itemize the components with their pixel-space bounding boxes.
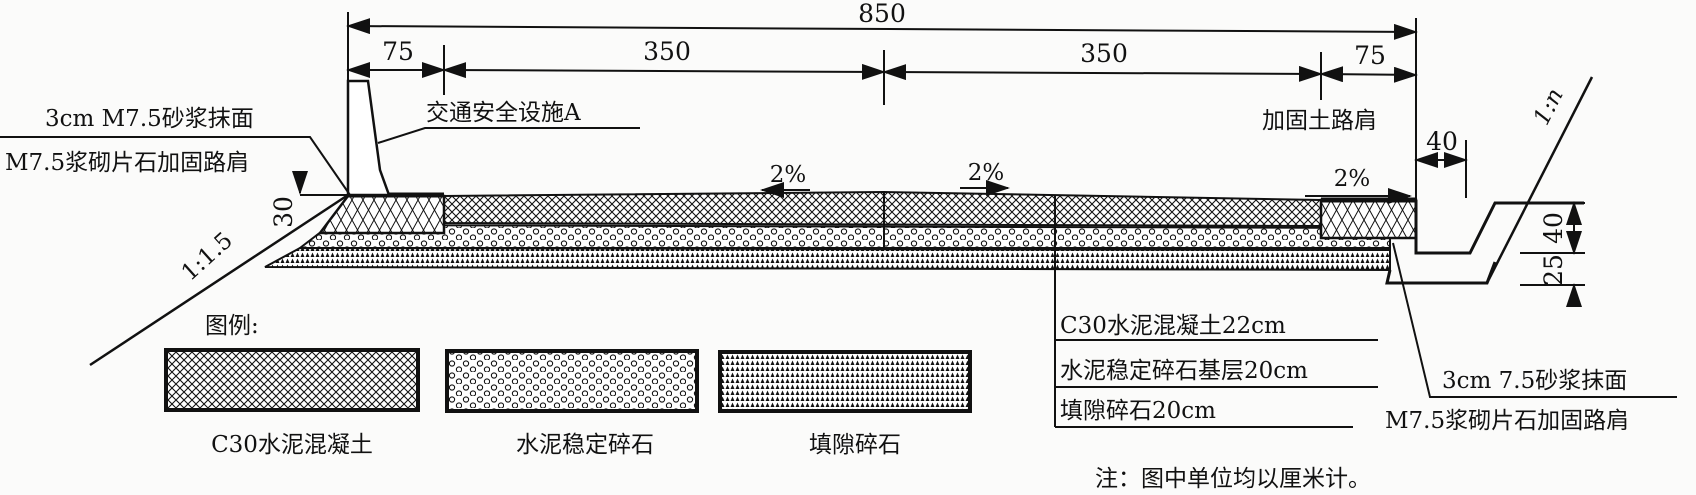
label-mortar-left: 3cm M7.5砂浆抹面 xyxy=(45,106,254,132)
fill-gravel-layer xyxy=(264,246,1391,272)
label-reinforced-shoulder: 加固土路肩 xyxy=(1262,108,1377,134)
layer-label-base: 水泥稳定碎石基层20cm xyxy=(1060,358,1308,384)
pavement-structure xyxy=(264,190,1418,272)
cement-stabilized-layer xyxy=(297,223,1391,249)
legend-swatch-concrete xyxy=(164,348,420,412)
dim-left-shoulder: 75 xyxy=(382,37,414,66)
crossfall-right: 2% xyxy=(968,160,1005,186)
legend-label-concrete: C30水泥混凝土 xyxy=(211,432,373,458)
slope-left-label: 1:1.5 xyxy=(177,227,238,286)
crossfall-markers xyxy=(760,180,1412,204)
concrete-slab-layer xyxy=(443,190,1322,228)
layer-callout-lines xyxy=(1054,270,1378,428)
label-masonry-right: M7.5浆砌片石加固路肩 xyxy=(1385,408,1629,434)
dim-ditch-width: 40 xyxy=(1426,127,1458,156)
crossfall-shoulder: 2% xyxy=(1334,166,1371,192)
legend-swatch-fill-gravel xyxy=(718,350,972,413)
label-safety-facility: 交通安全设施A xyxy=(426,100,581,126)
dim-right-shoulder: 75 xyxy=(1354,41,1386,70)
slope-right-label: 1:n xyxy=(1529,84,1569,129)
right-shoulder-masonry xyxy=(1319,198,1418,240)
label-mortar-right: 3cm 7.5砂浆抹面 xyxy=(1442,368,1627,394)
safety-barrier xyxy=(346,79,391,197)
legend-label-fill-gravel: 填隙碎石 xyxy=(809,432,901,458)
dim-ditch-depth: 40 xyxy=(1539,212,1568,244)
layer-label-fill: 填隙碎石20cm xyxy=(1060,398,1216,424)
legend-label-stabilized: 水泥稳定碎石 xyxy=(516,432,654,458)
left-leader-lines xyxy=(0,127,640,196)
layer-label-concrete: C30水泥混凝土22cm xyxy=(1060,313,1286,339)
legend-title: 图例: xyxy=(205,313,259,339)
right-leader-line xyxy=(1392,242,1677,398)
left-embankment-slope xyxy=(89,193,349,367)
dim-shoulder-thickness: 30 xyxy=(269,196,298,228)
legend-swatch-stabilized xyxy=(445,349,699,413)
crossfall-left: 2% xyxy=(770,162,807,188)
right-cut-slope xyxy=(1485,76,1594,284)
legend: 图例: C30水泥混凝土 水泥稳定碎石 填隙碎石 xyxy=(164,313,972,458)
dim-total: 850 xyxy=(858,0,906,28)
dim-ditch-lining: 25 xyxy=(1539,254,1568,286)
dim-right-lane: 350 xyxy=(1080,39,1128,68)
units-note: 注：图中单位均以厘米计。 xyxy=(1095,466,1371,492)
label-masonry-left: M7.5浆砌片石加固路肩 xyxy=(5,150,249,176)
dim-left-lane: 350 xyxy=(643,37,691,66)
